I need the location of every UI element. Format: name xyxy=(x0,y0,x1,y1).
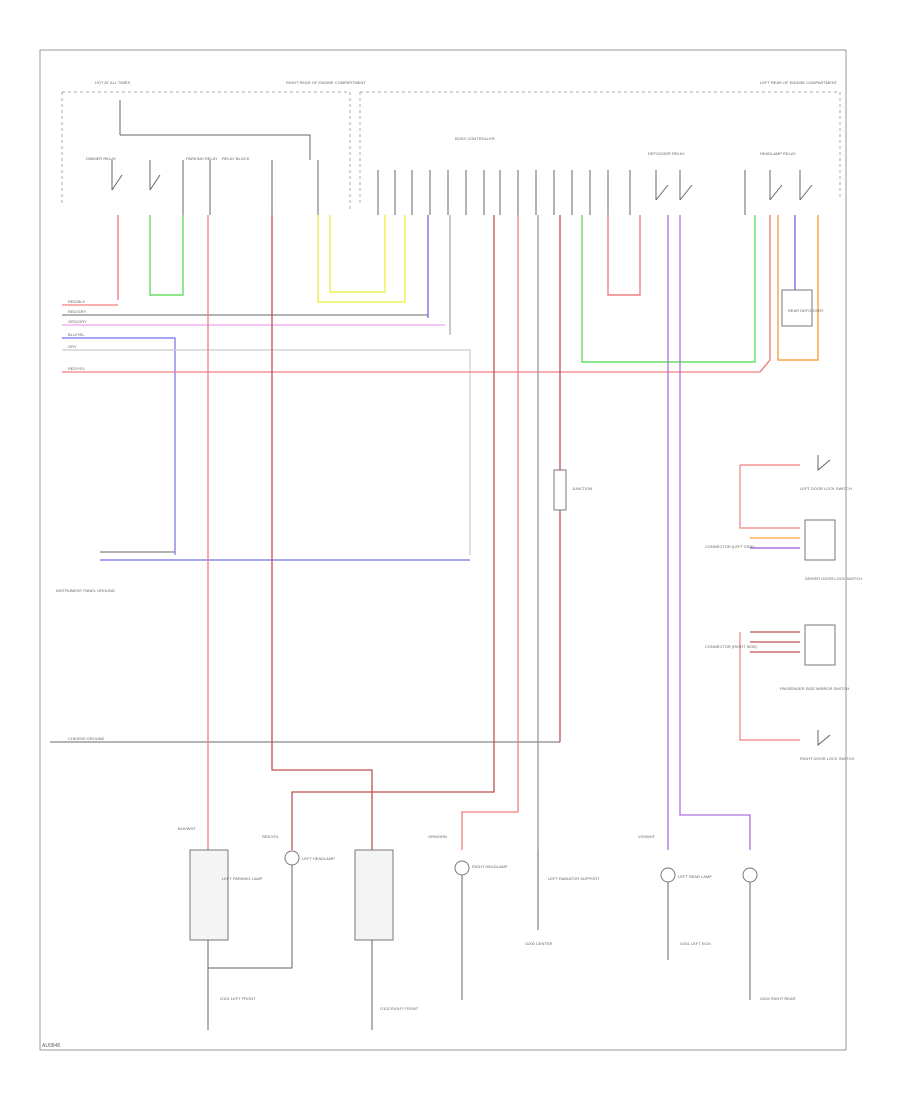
bus-lines xyxy=(50,304,760,743)
ground-right-front-label: G102 RIGHT FRONT xyxy=(380,1006,419,1011)
right-rear-bulb xyxy=(742,867,758,883)
bus-label-gry: GRY xyxy=(68,344,77,349)
bus-label-red-yel: RED/YEL xyxy=(68,366,86,371)
bus-blu-yel xyxy=(62,337,176,555)
rear-defog-label: REAR DEFOGGER xyxy=(788,308,823,313)
bus-label-blu-yel: BLU/YEL xyxy=(68,332,85,337)
right-headlamp-bulb xyxy=(454,860,470,876)
dimmer-relay-label: DIMMER RELAY xyxy=(86,156,116,161)
header-boundaries xyxy=(61,91,841,210)
left-parking-module xyxy=(189,849,229,941)
wire-yellow-inner xyxy=(329,215,386,293)
left-module: INSTRUMENT PANEL GROUND CHASSIS GROUND xyxy=(56,588,115,741)
footer-code: AU0848 xyxy=(42,1043,60,1049)
radiator-support-label: LEFT RADIATOR SUPPORT xyxy=(548,876,600,881)
wire-orange-right xyxy=(777,215,819,361)
tag-red-yel: RED/YEL xyxy=(262,834,280,839)
wire-green-loop xyxy=(149,215,184,296)
header-wires xyxy=(117,215,819,373)
bus-label-group: RED/BLK RED/GRY ORG/GRY BLU/YEL GRY RED/… xyxy=(68,299,87,371)
bottom-devices: LEFT PARKING LAMP LEFT HEADLAMP RIGHT HE… xyxy=(189,849,796,1030)
right-parking-module xyxy=(354,849,394,941)
wire-purple-v8 xyxy=(679,215,751,850)
headlamp-relay-label: HEADLAMP RELAY xyxy=(760,151,796,156)
header-labels: HOT AT ALL TIMES RIGHT REAR OF ENGINE CO… xyxy=(86,80,838,161)
left-rear-lamp-label: LEFT REAR LAMP xyxy=(678,874,712,879)
junction-fuse: JUNCTION xyxy=(553,469,592,511)
wire-red-loop xyxy=(607,215,641,296)
bus-label-red-blk: RED/BLK xyxy=(68,299,85,304)
tag-blk-wht: BLK/WHT xyxy=(178,826,196,831)
wire-red-right xyxy=(759,215,771,373)
wire-red-v3 xyxy=(291,215,495,850)
parking-relay-label: PARKING RELAY xyxy=(186,156,218,161)
left-headlamp-label: LEFT HEADLAMP xyxy=(302,856,335,861)
wire-yellow-loop xyxy=(317,215,406,303)
right-power-dist-label: RIGHT REAR OF ENGINE COMPARTMENT xyxy=(286,80,366,85)
connector-right-label: CONNECTOR (RIGHT SIDE) xyxy=(705,644,758,649)
left-power-dist-label: LEFT REAR OF ENGINE COMPARTMENT xyxy=(760,80,838,85)
passenger-mirror-label: PASSENGER SIDE MIRROR SWITCH xyxy=(780,686,849,691)
relay-block-label: RELAY BLOCK xyxy=(222,156,250,161)
ground-left-front-label: G101 LEFT FRONT xyxy=(220,996,256,1001)
left-door-label: LEFT DOOR LOCK SWITCH xyxy=(800,486,852,491)
ground-right-rear-label: G302 RIGHT REAR xyxy=(760,996,796,1001)
ground-left-kick-label: G301 LEFT KICK xyxy=(680,941,711,946)
vertical-wires xyxy=(207,215,751,850)
chassis-ground-label: CHASSIS GROUND xyxy=(68,736,105,741)
ground-center-label: G200 CENTER xyxy=(525,941,552,946)
left-parking-label: LEFT PARKING LAMP xyxy=(222,876,263,881)
bus-gry xyxy=(62,349,471,555)
tag-vio-wht: VIO/WHT xyxy=(638,834,656,839)
connector-left-label: CONNECTOR (LEFT SIDE) xyxy=(705,544,755,549)
driver-lock-label: DRIVER DOOR LOCK SWITCH xyxy=(805,576,862,581)
right-switch-groups: LEFT DOOR LOCK SWITCH DRIVER DOOR LOCK S… xyxy=(705,455,862,761)
defogger-relay-label: DEFOGGER RELAY xyxy=(648,151,685,156)
wire-red-v4 xyxy=(461,215,519,850)
bus-label-red-gry: RED/GRY xyxy=(68,309,86,314)
tag-orn-grn: ORN/GRN xyxy=(428,834,447,839)
controller-connectors xyxy=(377,170,746,215)
diagram-frame xyxy=(39,49,847,1051)
rear-defog: REAR DEFOGGER xyxy=(781,289,823,327)
bus-label-org-gry: ORG/GRY xyxy=(68,319,87,324)
right-door-label: RIGHT DOOR LOCK SWITCH xyxy=(800,756,854,761)
instrument-ground-label: INSTRUMENT PANEL GROUND xyxy=(56,588,115,593)
controller-label: BODY CONTROLLER xyxy=(455,136,495,141)
junction-label: JUNCTION xyxy=(572,486,592,491)
fuse-box-label: HOT AT ALL TIMES xyxy=(95,80,130,85)
left-rear-bulb xyxy=(660,867,676,883)
relay-switches xyxy=(111,100,813,215)
wire-dkred-v2 xyxy=(271,215,373,850)
left-headlamp-bulb xyxy=(284,850,300,866)
right-headlamp-label: RIGHT HEADLAMP xyxy=(472,864,508,869)
wire-tags: BLK/WHT RED/YEL ORN/GRN VIO/WHT xyxy=(178,826,656,839)
